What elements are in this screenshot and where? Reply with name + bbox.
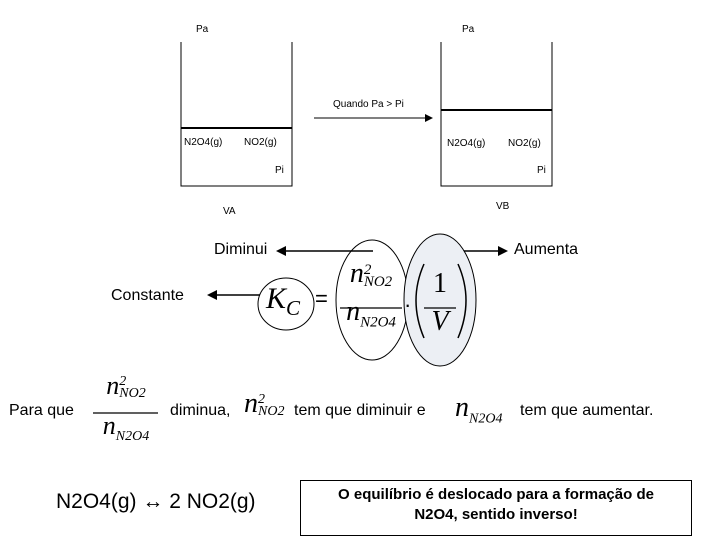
left-species-2: NO2(g) bbox=[244, 137, 277, 148]
left-species-1: N2O4(g) bbox=[184, 137, 223, 148]
inverse-volume: 1 V bbox=[420, 266, 460, 340]
multiply-dot: · bbox=[404, 292, 412, 317]
left-top-pressure: Pa bbox=[196, 24, 209, 35]
label-aumenta: Aumenta bbox=[514, 241, 579, 258]
process-arrow-head bbox=[425, 114, 433, 122]
inverse-volume-v: V bbox=[431, 306, 449, 337]
conclusion-line-2: N2O4, sentido inverso! bbox=[414, 506, 578, 523]
conclusion-line-1: O equilíbrio é deslocado para a formação… bbox=[338, 486, 654, 503]
label-diminui: Diminui bbox=[214, 241, 268, 258]
text-tem-que-diminuir: tem que diminuir e bbox=[294, 402, 426, 419]
text-tem-que-aumentar: tem que aumentar. bbox=[520, 402, 654, 419]
right-parenthesis bbox=[457, 263, 467, 339]
diminui-arrow-head bbox=[276, 246, 286, 256]
text-diminua: diminua, bbox=[170, 402, 231, 419]
left-parenthesis bbox=[415, 263, 425, 339]
sentence-n-n2o4: nN2O4 bbox=[455, 392, 503, 427]
inverse-volume-one: 1 bbox=[433, 268, 447, 299]
arrow-condition: Quando Pa > Pi bbox=[333, 99, 404, 110]
equals-sign: = bbox=[315, 286, 328, 311]
equation-denominator: nN2O4 bbox=[346, 296, 396, 331]
ellipse-kc bbox=[257, 277, 315, 331]
sentence-denominator: nN2O4 bbox=[102, 411, 150, 445]
aumenta-arrow-head bbox=[498, 246, 508, 256]
right-top-pressure: Pa bbox=[462, 24, 475, 35]
right-inner-pressure: Pi bbox=[537, 165, 546, 176]
text-para-que: Para que bbox=[9, 402, 74, 419]
label-constante: Constante bbox=[111, 287, 184, 304]
right-species-1: N2O4(g) bbox=[447, 138, 486, 149]
left-volume: VA bbox=[223, 206, 236, 217]
right-species-2: NO2(g) bbox=[508, 138, 541, 149]
right-cylinder bbox=[440, 42, 553, 187]
constante-arrow-head bbox=[207, 290, 217, 300]
kc-symbol: KC bbox=[266, 282, 301, 320]
conclusion-box: O equilíbrio é deslocado para a formação… bbox=[300, 480, 692, 536]
left-cylinder bbox=[180, 42, 293, 187]
right-volume: VB bbox=[496, 201, 510, 212]
left-inner-pressure: Pi bbox=[275, 165, 284, 176]
reaction-equation: N2O4(g) ↔ 2 NO2(g) bbox=[56, 490, 256, 513]
